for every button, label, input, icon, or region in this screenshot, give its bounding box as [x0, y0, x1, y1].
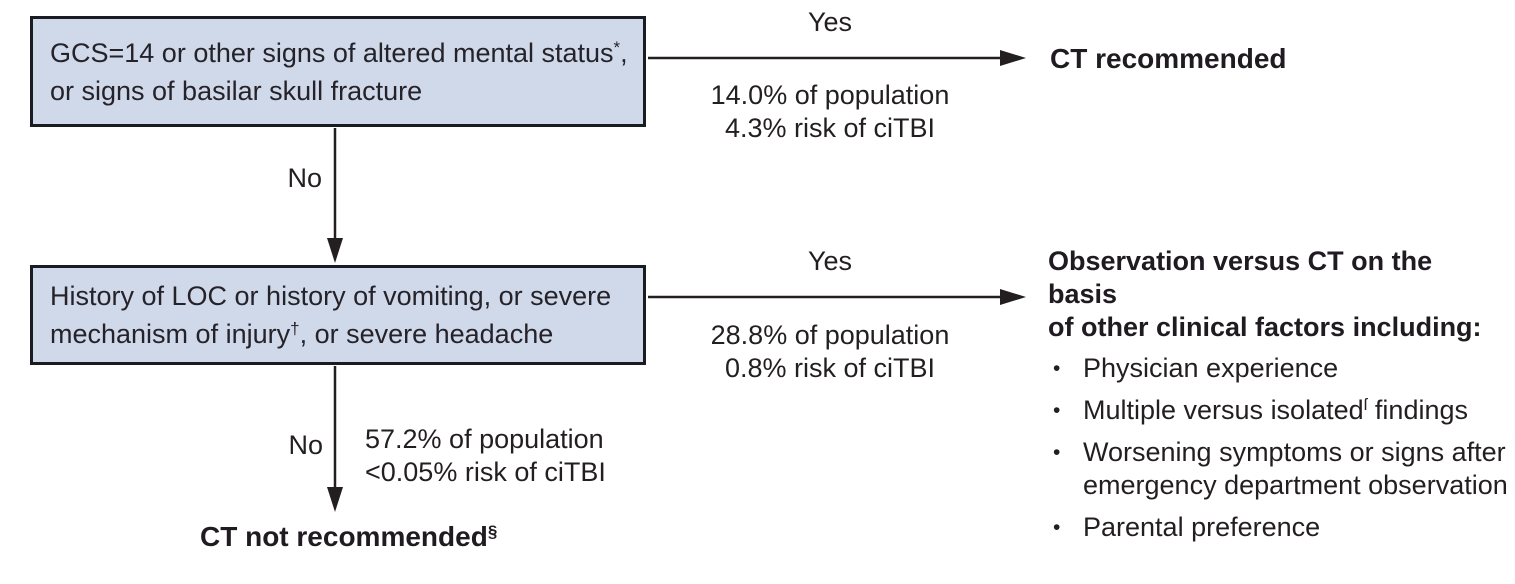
- arrow-box1-yes-head: [1000, 50, 1026, 66]
- list-item-parental-preference: • Parental preference: [1048, 511, 1508, 544]
- branch1-no-label: No: [287, 163, 322, 193]
- observation-bullet-list: • Physician experience • Multiple versus…: [1048, 352, 1508, 544]
- bullet-icon: •: [1053, 357, 1061, 380]
- branch1-stats: 14.0% of population 4.3% risk of ciTBI: [655, 79, 1005, 145]
- arrow-box2-yes-head: [1000, 289, 1026, 305]
- list-item-physician-experience: • Physician experience: [1048, 352, 1508, 385]
- decision-box-gcs-line1: GCS=14 or other signs of altered mental …: [50, 37, 628, 68]
- branch2-no-stats: 57.2% of population <0.05% risk of ciTBI: [365, 423, 685, 489]
- branch1-risk: 4.3% risk of ciTBI: [724, 113, 936, 143]
- decision-box-history-line1: History of LOC or history of vomiting, o…: [50, 281, 612, 311]
- bullet-icon: •: [1053, 399, 1061, 422]
- branch2-no-label: No: [288, 430, 323, 460]
- bullet-icon: •: [1053, 441, 1061, 464]
- observation-heading: Observation versus CT on the basis of ot…: [1048, 245, 1508, 344]
- branch2-risk: 0.8% risk of ciTBI: [724, 353, 936, 383]
- arrow-box1-no-head: [327, 238, 343, 263]
- footnote-marker-asterisk: *: [613, 37, 621, 57]
- bullet-icon: •: [1053, 516, 1061, 539]
- branch2-no-population: 57.2% of population: [365, 424, 604, 454]
- branch2-yes-label: Yes: [807, 246, 853, 276]
- list-item-worsening-symptoms: • Worsening symptoms or signs after emer…: [1048, 436, 1508, 502]
- observation-heading-line2: of other clinical factors including:: [1048, 312, 1482, 342]
- branch2-population: 28.8% of population: [710, 320, 950, 350]
- footnote-marker-section: §: [487, 522, 498, 541]
- decision-box-gcs: GCS=14 or other signs of altered mental …: [30, 16, 646, 127]
- branch1-population: 14.0% of population: [710, 80, 950, 110]
- outcome-ct-recommended: CT recommended: [1050, 43, 1287, 74]
- decision-box-history-line2: mechanism of injury†, or severe headache: [50, 319, 554, 349]
- decision-box-gcs-line2: or signs of basilar skull fracture: [50, 75, 423, 106]
- branch2-no-risk: <0.05% risk of ciTBI: [365, 457, 606, 487]
- branch2-stats: 28.8% of population 0.8% risk of ciTBI: [655, 319, 1005, 385]
- observation-heading-line1: Observation versus CT on the basis: [1048, 246, 1433, 309]
- outcome-observation-block: Observation versus CT on the basis of ot…: [1048, 245, 1508, 553]
- decision-box-history: History of LOC or history of vomiting, o…: [30, 265, 646, 365]
- branch1-yes-label: Yes: [807, 7, 853, 37]
- list-item-multiple-vs-isolated: • Multiple versus isolatedſ findings: [1048, 394, 1508, 427]
- footnote-marker-dagger: †: [290, 319, 300, 338]
- footnote-marker-long-s: ſ: [1363, 395, 1368, 414]
- outcome-ct-not-recommended: CT not recommended§: [200, 521, 498, 552]
- arrow-box2-no-head: [327, 487, 343, 512]
